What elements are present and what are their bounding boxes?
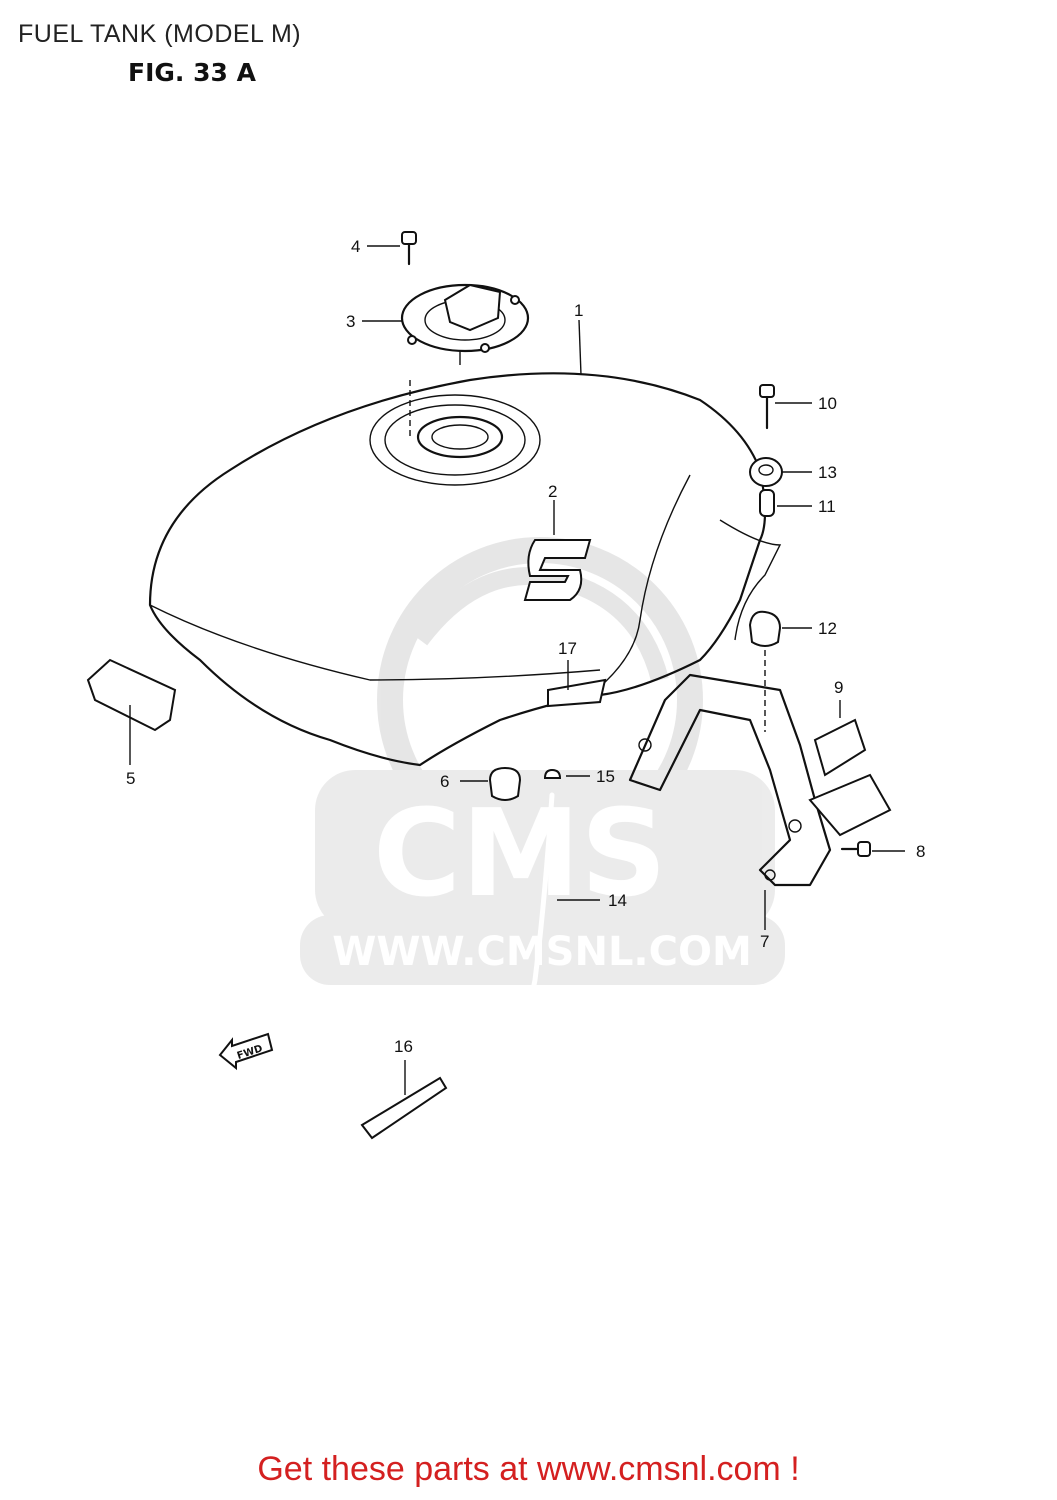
callout-numbers: 1 2 3 4 5 6 7 8 9 10 11 12 13 14 15 16 1… (126, 237, 925, 1056)
damper-part-9 (808, 718, 892, 837)
clamp-part-15 (543, 768, 562, 779)
callout-9: 9 (834, 678, 843, 697)
hose-part-14 (456, 792, 555, 1293)
callout-17: 17 (558, 639, 577, 658)
fuel-tank-part-1 (148, 372, 782, 767)
clip-part-5 (86, 658, 177, 765)
emblem-part-2 (523, 539, 592, 601)
watermark-logo-text: CMS (373, 785, 667, 924)
clamp-part-16 (360, 1060, 448, 1140)
callout-2: 2 (548, 482, 557, 501)
callout-1: 1 (574, 301, 583, 320)
label-part-17 (547, 660, 607, 708)
bolt-part-8 (840, 841, 871, 857)
callout-7: 7 (760, 932, 769, 951)
callout-8: 8 (916, 842, 925, 861)
cushion-part-12 (748, 610, 782, 732)
callout-4: 4 (351, 237, 360, 256)
callout-15: 15 (596, 767, 615, 786)
callout-12: 12 (818, 619, 837, 638)
screw-part-4 (401, 231, 417, 266)
callout-11: 11 (818, 497, 836, 516)
collar-part-11 (759, 489, 775, 517)
callout-6: 6 (440, 772, 449, 791)
callout-16: 16 (394, 1037, 413, 1056)
fuel-cap-part-3 (400, 283, 530, 365)
diagram-title: FUEL TANK (MODEL M) (18, 20, 302, 48)
callout-14: 14 (608, 891, 627, 910)
screw-part-10 (759, 384, 775, 430)
callout-3: 3 (346, 312, 355, 331)
callout-13: 13 (818, 463, 837, 482)
callout-10: 10 (818, 394, 837, 413)
fwd-arrow-icon: FWD (218, 1032, 274, 1071)
cushion-part-13 (749, 457, 783, 487)
bracket-part-7 (628, 673, 832, 930)
leader-lines (362, 245, 905, 901)
cms-watermark: CMS WWW.CMSNL.COM (300, 537, 785, 985)
callout-5: 5 (126, 769, 135, 788)
cushion-part-6 (488, 766, 522, 801)
figure-number: FIG. 33 A (128, 58, 256, 87)
footer-link[interactable]: Get these parts at www.cmsnl.com ! (257, 1450, 800, 1488)
